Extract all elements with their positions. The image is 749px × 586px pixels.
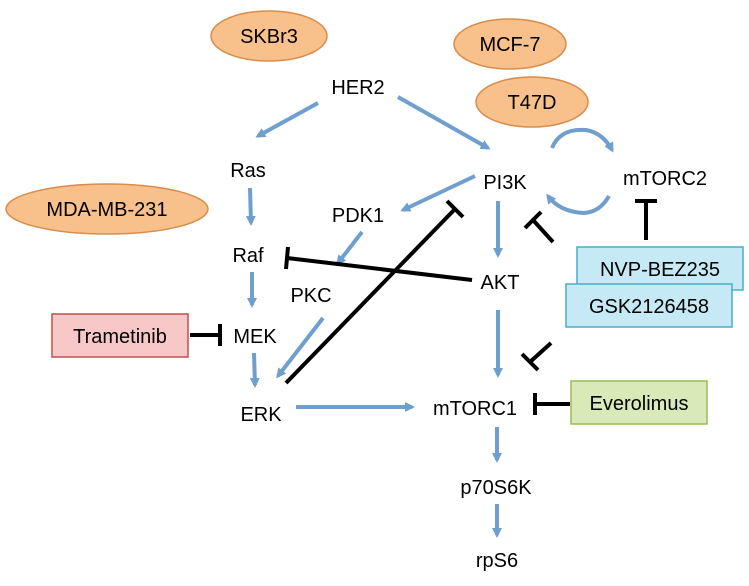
cell-line-skbr3-label: SKBr3 — [240, 26, 298, 48]
node-erk: ERK — [240, 404, 282, 426]
inhibit-akt-raf-head — [284, 246, 290, 270]
drug-nvp-bez235-box — [576, 246, 744, 291]
cell-line-t47d: T47D — [475, 76, 589, 128]
cell-line-t47d-label: T47D — [508, 92, 557, 114]
drug-nvp-bez235-label: NVP-BEZ235 — [600, 259, 720, 281]
drug-everolimus: Everolimus — [570, 380, 708, 425]
cell-line-mcf7: MCF-7 — [453, 18, 567, 70]
node-akt: AKT — [481, 272, 520, 294]
drug-gsk2126458-box — [565, 283, 733, 328]
node-mek: MEK — [233, 326, 277, 348]
arrow-ras-raf — [245, 187, 256, 226]
node-pkc: PKC — [290, 285, 331, 307]
inhibit-pi3k-mtor-inhibitors-pi3k — [531, 218, 555, 244]
node-mtorc1: mTORC1 — [433, 398, 517, 420]
inhibit-erk-pi3k — [284, 207, 457, 385]
arrow-her2-ras — [255, 101, 319, 138]
inhibit-akt-raf — [286, 256, 473, 282]
arrow-mtorc2-cycle-top — [550, 127, 614, 153]
node-raf: Raf — [232, 245, 264, 267]
pathway-nodes: HER2 Ras Raf MEK ERK PI3K PDK1 PKC AKT m… — [230, 77, 707, 572]
arrow-mtorc2-cycle-bottom — [546, 193, 611, 216]
drug-gsk2126458-label: GSK2126458 — [589, 296, 709, 318]
node-p70s6k: p70S6K — [460, 477, 532, 499]
cell-line-mda-mb-231: MDA-MB-231 — [5, 183, 209, 235]
activation-arrows — [245, 95, 614, 538]
cell-line-skbr3: SKBr3 — [210, 10, 328, 62]
inhibition-lines — [190, 199, 657, 415]
arrow-mek-erk — [249, 352, 260, 388]
node-rps6: rpS6 — [476, 550, 518, 572]
cell-line-mcf7-label: MCF-7 — [479, 34, 540, 56]
node-mtorc2: mTORC2 — [623, 168, 707, 190]
drug-trametinib-label: Trametinib — [73, 326, 167, 348]
inhibit-pi3k-mtor-inhibitors-pi3k-head — [523, 210, 543, 230]
arrow-pi3k-pdk1 — [400, 174, 476, 212]
drug-trametinib: Trametinib — [51, 313, 189, 358]
arrow-her2-pi3k — [397, 95, 491, 150]
inhibit-pi3k-mtor-inhibitors-mtorc1 — [528, 341, 553, 364]
inhibit-erk-pi3k-head — [445, 199, 465, 219]
node-pdk1: PDK1 — [332, 205, 384, 227]
cell-line-skbr3-shape — [210, 10, 328, 62]
drug-gsk2126458: GSK2126458 — [565, 283, 733, 328]
drug-nvp-bez235: NVP-BEZ235 — [576, 246, 744, 291]
cell-line-mda-mb-231-label: MDA-MB-231 — [46, 199, 167, 221]
arrow-pdk1-pkc — [336, 230, 364, 266]
cell-line-mcf7-shape — [453, 18, 567, 70]
node-ras: Ras — [230, 160, 266, 182]
drug-everolimus-label: Everolimus — [590, 393, 689, 415]
cell-line-t47d-shape — [475, 76, 589, 128]
node-her2: HER2 — [331, 77, 384, 99]
inhibit-pi3k-mtor-inhibitors-mtorc1-head — [520, 352, 540, 372]
node-pi3k: PI3K — [483, 172, 527, 194]
arrow-pkc-erk — [276, 316, 325, 379]
cell-line-mda-mb-231-shape — [5, 183, 209, 235]
drug-trametinib-box — [51, 313, 189, 358]
drug-everolimus-box — [570, 380, 708, 425]
